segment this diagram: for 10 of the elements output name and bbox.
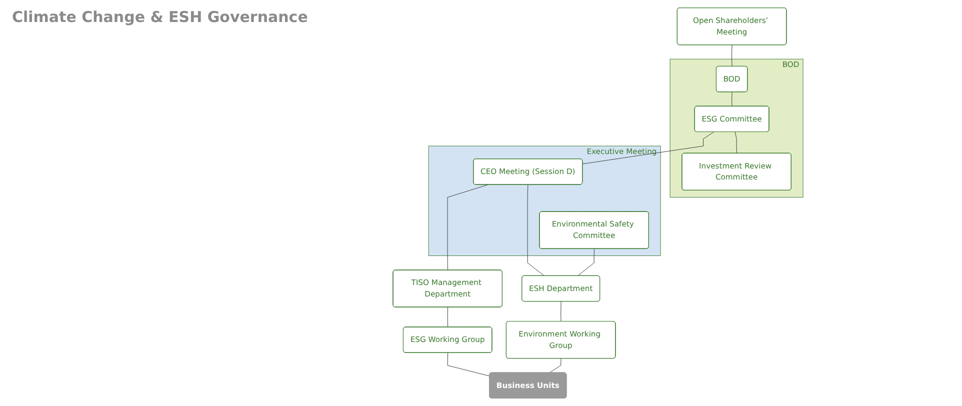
- connector: [447, 352, 490, 376]
- connector: [582, 132, 714, 164]
- diagram-title: Climate Change & ESH Governance: [12, 8, 308, 26]
- connector: [560, 301, 562, 322]
- connector: [447, 184, 488, 270]
- connector: [577, 248, 595, 276]
- connector: [734, 132, 738, 154]
- connector: [549, 358, 562, 374]
- connector: [447, 307, 448, 328]
- connector: [527, 184, 545, 276]
